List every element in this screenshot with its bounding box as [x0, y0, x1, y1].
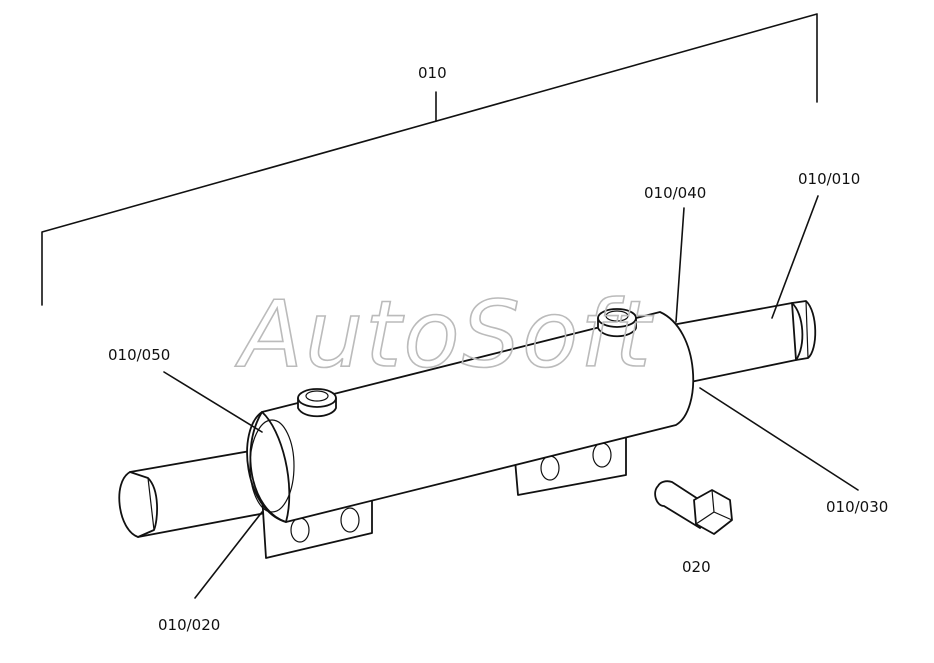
- right-shaft: [671, 300, 817, 386]
- leader-lines: [163, 195, 859, 599]
- fitting-left: [297, 388, 337, 418]
- bolt: [654, 480, 733, 535]
- fitting-right: [597, 308, 637, 338]
- label-010-040: 010/040: [644, 184, 706, 202]
- label-010-030: 010/030: [826, 498, 888, 516]
- watermark: AutoSoft: [235, 281, 654, 388]
- label-010-020: 010/020: [158, 616, 220, 634]
- label-010-010: 010/010: [798, 170, 860, 188]
- label-010-050: 010/050: [108, 346, 170, 364]
- cylinder-body: [246, 311, 695, 523]
- label-020: 020: [682, 558, 711, 576]
- label-010: 010: [418, 64, 447, 82]
- assembly-bracket: [41, 13, 818, 306]
